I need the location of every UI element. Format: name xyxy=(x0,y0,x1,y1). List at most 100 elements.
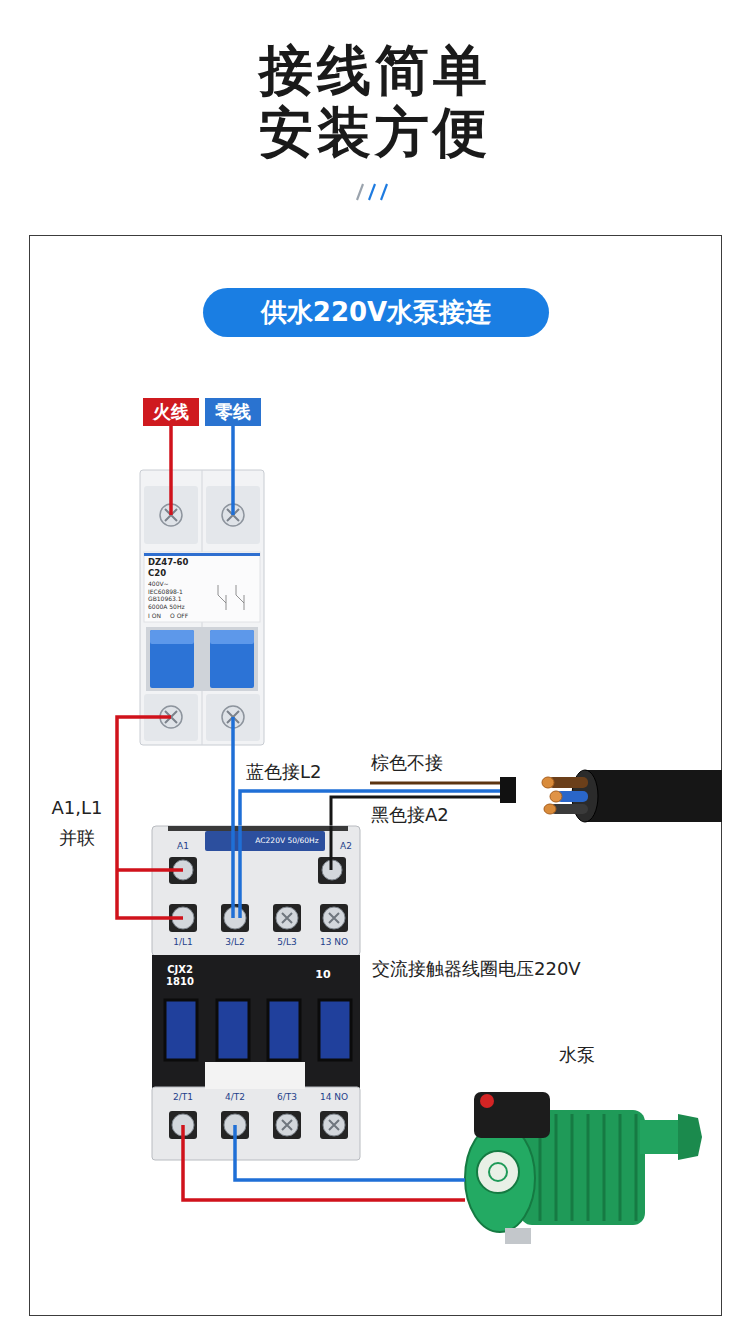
terminal-label: A1 xyxy=(177,841,189,851)
label-stripe xyxy=(144,553,260,556)
coil-voltage-note: 交流接触器线圈电压220V xyxy=(370,959,583,980)
slash-mark xyxy=(369,184,375,200)
water-pump: 水泵 xyxy=(465,1040,705,1250)
wire-note: 棕色不接 xyxy=(369,753,445,774)
wire-connector xyxy=(231,745,235,826)
spec-text: GB10963.1 xyxy=(148,596,182,603)
neutral-wire-tag: 零线 xyxy=(205,398,261,426)
toggle-lever xyxy=(150,630,194,688)
contact-block xyxy=(319,1000,351,1060)
brown-wire xyxy=(370,782,502,785)
contactor-top xyxy=(152,826,360,956)
pump-face xyxy=(465,1124,535,1232)
neutral-wire xyxy=(231,717,235,745)
cable-gland xyxy=(505,1228,531,1244)
outlet-pipe xyxy=(640,1120,678,1154)
terminal-screw xyxy=(224,907,246,929)
contact-block xyxy=(165,1000,197,1060)
terminal-label: 2/T1 xyxy=(173,1092,193,1102)
rating-text: C20 xyxy=(148,569,166,579)
screw-slot xyxy=(282,913,339,923)
live-wire-tag: 火线 xyxy=(143,398,199,426)
contactor-drawing xyxy=(152,826,360,1160)
slash-mark xyxy=(381,184,387,200)
copper-end xyxy=(544,804,556,814)
pipe-nut xyxy=(678,1114,702,1160)
wire-note: 黑色接A2 xyxy=(369,805,451,826)
switch-mark: I ON xyxy=(148,613,161,620)
neutral-wire xyxy=(231,470,235,515)
cooling-ribs xyxy=(540,1114,636,1221)
panel-frame xyxy=(30,236,722,1316)
cable-joint xyxy=(500,777,516,803)
contactor-cap xyxy=(168,826,348,831)
switch-symbol xyxy=(218,585,244,610)
switch-mark: O OFF xyxy=(170,613,188,620)
black-wire xyxy=(330,826,333,870)
screw-slot xyxy=(282,1120,339,1130)
coil-rating: AC220V 50/60Hz xyxy=(255,837,318,846)
breaker-drawing xyxy=(140,470,264,745)
terminal-label: 5/L3 xyxy=(277,937,297,947)
neutral-wire xyxy=(233,1125,237,1160)
neutral-wire xyxy=(231,826,235,918)
wire-note: 蓝色接L2 xyxy=(244,762,323,783)
live-wire xyxy=(152,870,183,918)
toggle-lever xyxy=(210,630,254,688)
live-wire xyxy=(181,1125,185,1160)
copper-end xyxy=(542,777,554,788)
page-title: 接线简单 安装方便 xyxy=(245,40,505,164)
tag-text: 零线 xyxy=(215,402,251,423)
terminal-pocket xyxy=(221,904,249,932)
contactor-body xyxy=(152,955,360,1088)
terminal-label: 6/T3 xyxy=(277,1092,297,1102)
heading-pill: 供水220V水泵接连 xyxy=(203,288,549,337)
blue-wire xyxy=(238,826,242,918)
live-wire xyxy=(169,470,173,515)
terminal-label: 3/L2 xyxy=(225,937,245,947)
model-text: CJX2 1810 xyxy=(164,964,196,987)
heading-text: 供水220V水泵接连 xyxy=(261,298,491,328)
cable-sheath xyxy=(585,770,722,822)
tag-text: 火线 xyxy=(153,402,189,423)
breaker-body xyxy=(140,470,264,745)
control-box xyxy=(474,1092,550,1138)
wire-connector xyxy=(169,426,173,470)
rating-strip xyxy=(205,831,325,851)
slash-mark xyxy=(357,184,363,200)
slash-decoration xyxy=(357,184,387,200)
terminal-label: A2 xyxy=(340,841,352,851)
screw-slot xyxy=(165,509,239,521)
spec-text: IEC60898-1 xyxy=(148,589,183,596)
terminal-label: 4/T2 xyxy=(225,1092,245,1102)
ac-contactor: AC220V 50/60HzA1A21/L13/L25/L313 NOCJX2 … xyxy=(152,826,360,1160)
slot-window xyxy=(205,1062,305,1089)
contact-block xyxy=(268,1000,300,1060)
wire-connector xyxy=(117,717,152,918)
speed-knob xyxy=(480,1094,494,1108)
face-plate xyxy=(477,1151,519,1193)
label-panel xyxy=(144,552,260,622)
wire-connector xyxy=(231,426,235,470)
wire-connector xyxy=(235,1160,465,1180)
terminal-label: 13 NO xyxy=(320,937,348,947)
copper-end xyxy=(550,791,562,802)
contact-block xyxy=(217,1000,249,1060)
screw-slot xyxy=(165,711,239,723)
toggle-highlight xyxy=(150,630,194,644)
parallel-note: A1,L1 并联 xyxy=(40,793,114,853)
spec-text: 400V~ xyxy=(148,581,169,588)
model-text: DZ47-60 xyxy=(148,558,188,568)
blue-wire xyxy=(240,791,502,830)
contactor-bottom xyxy=(152,1087,360,1160)
pump-drawing xyxy=(465,1092,702,1244)
live-wire xyxy=(140,715,171,719)
contact-code: 10 xyxy=(315,969,330,982)
wire-connector xyxy=(183,1160,465,1200)
toggle-highlight xyxy=(210,630,254,644)
black-wire xyxy=(331,797,502,830)
terminal-label: 14 NO xyxy=(320,1092,348,1102)
